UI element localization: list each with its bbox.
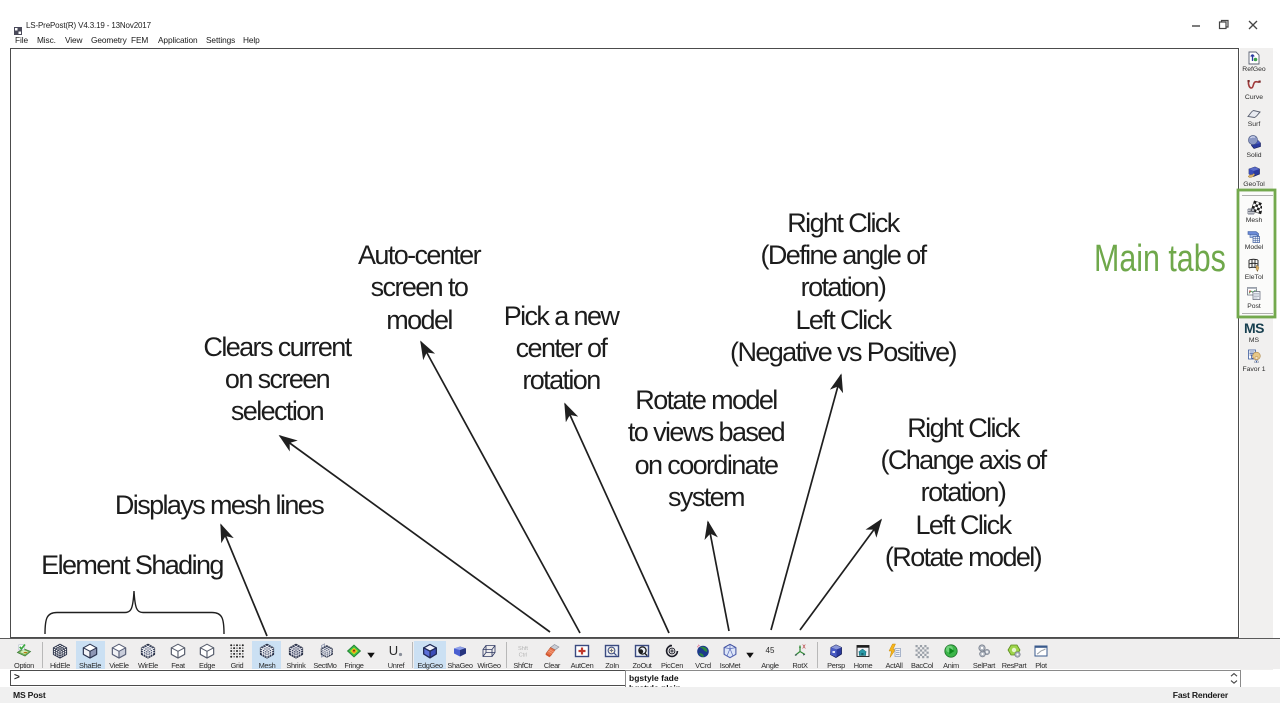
svg-text:45: 45 xyxy=(766,646,775,655)
svg-text:U: U xyxy=(389,643,398,658)
svg-text:Ctrl: Ctrl xyxy=(519,653,528,659)
svg-text:x: x xyxy=(802,644,806,651)
svg-text:Shft: Shft xyxy=(518,646,528,652)
